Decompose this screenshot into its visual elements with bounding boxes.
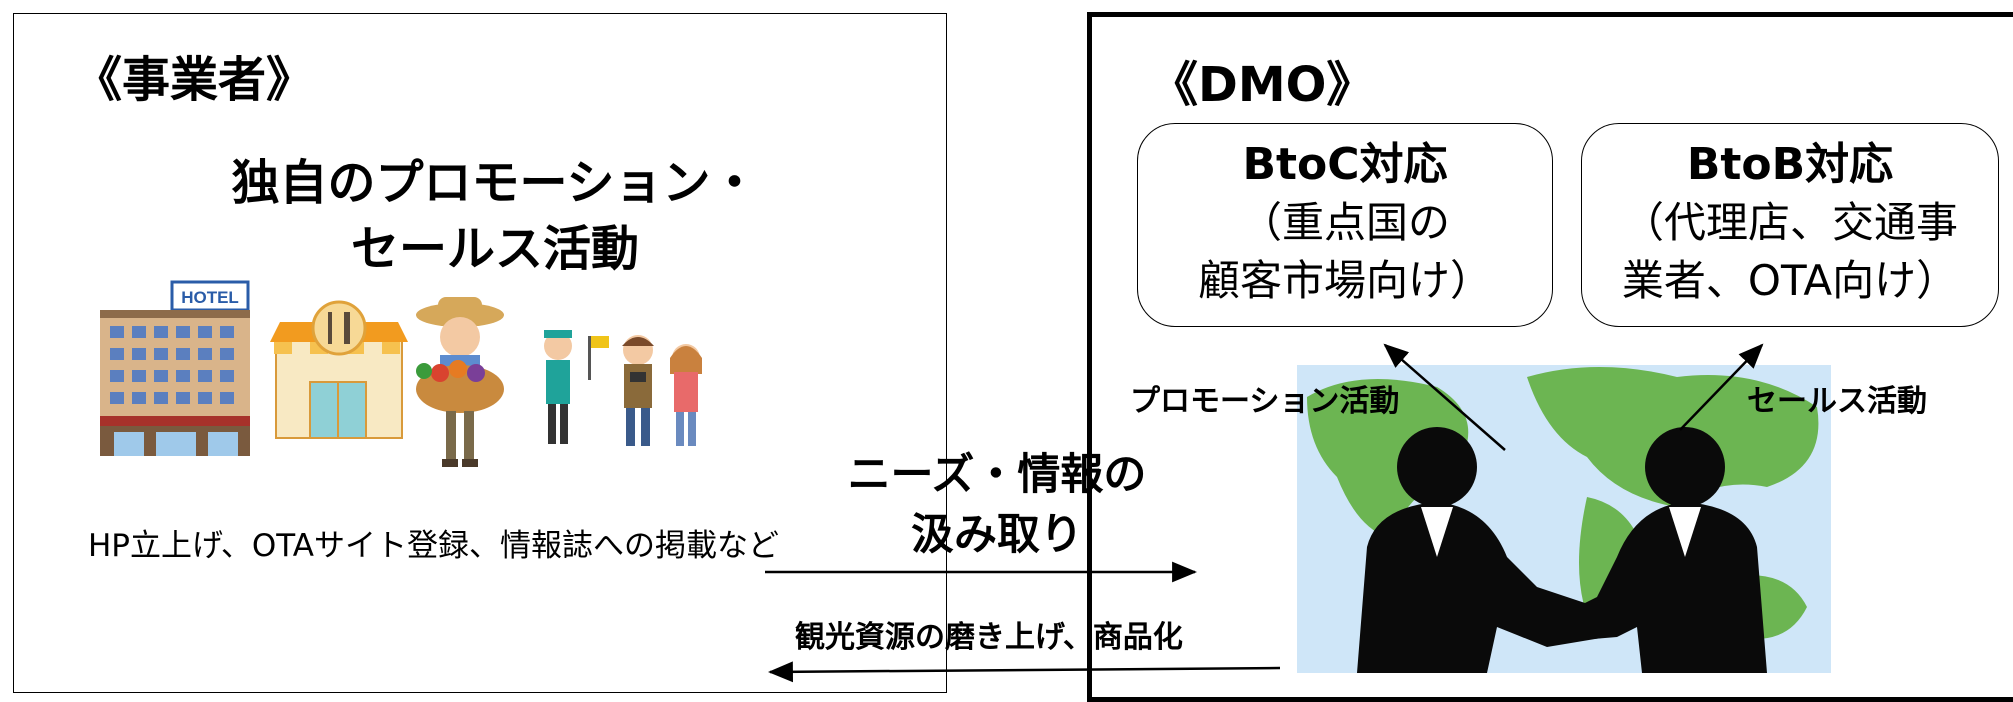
dmo-heading: 《DMO》 [1150,57,1375,113]
sales-arrow [1679,343,1764,431]
needs-line1: ニーズ・情報の [847,450,1147,500]
btoc-line2: （重点国の [1239,198,1450,247]
tourists-icon [544,330,702,446]
btoc-box: BtoC対応 （重点国の 顧客市場向け） [1137,123,1553,327]
btoc-title: BtoC対応 [1242,139,1448,190]
operator-description: HP立上げ、OTAサイト登録、情報誌への掲載など [88,528,779,564]
btob-box: BtoB対応 （代理店、交通事 業者、OTA向け） [1581,123,1999,327]
hotel-sign-text: HOTEL [181,288,239,307]
btob-line3: 業者、OTA向け） [1621,256,1959,305]
operator-heading: 《事業者》 [74,52,315,108]
hotel-icon: HOTEL [100,280,250,456]
btob-line2: （代理店、交通事 [1621,198,1958,247]
btoc-line3: 顧客市場向け） [1197,256,1492,305]
btob-title: BtoB対応 [1686,139,1894,190]
operator-title: 独自のプロモーション・ セールス活動 [230,150,760,282]
handshake-map-illustration [1297,365,1831,673]
refine-arrow [767,661,1281,683]
promotion-label: プロモーション活動 [1130,384,1400,419]
refine-label: 観光資源の磨き上げ、商品化 [795,620,1183,655]
farmer-icon [416,297,504,467]
operator-title-line2: セールス活動 [350,221,639,277]
needs-line2: 汲み取り [911,510,1083,560]
needs-text: ニーズ・情報の 汲み取り [842,445,1152,565]
restaurant-icon [270,300,408,439]
promotion-arrow [1383,343,1506,451]
operator-title-line1: 独自のプロモーション・ [231,155,759,211]
sales-label: セールス活動 [1747,384,1927,419]
